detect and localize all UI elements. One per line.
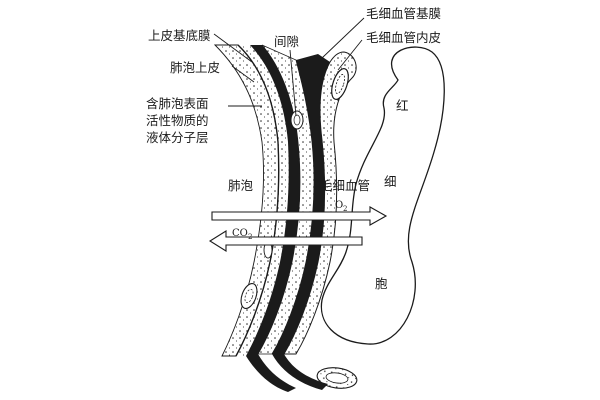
endothelial-nucleus-top-inner [335, 74, 345, 94]
label-interstitium: 间隙 [274, 34, 299, 49]
label-o2: O [335, 200, 343, 211]
epithelium-cytoplasm-band [236, 45, 289, 356]
label-surfactant-line-1: 含肺泡表面 [146, 96, 209, 111]
epithelial-nucleus-bottom-inner [244, 288, 254, 304]
label-capillary-endothelium: 毛细血管内皮 [366, 30, 441, 45]
leader-alveolar-epithelium [231, 65, 255, 83]
label-alveolar-epithelium: 肺泡上皮 [170, 60, 220, 75]
label-red-blood-cell-3: 胞 [375, 276, 388, 291]
leader-interstitium [289, 49, 297, 117]
leader-capillary-basement-membrane [321, 17, 365, 59]
epithelial-nucleus-bottom [240, 283, 258, 309]
label-capillary: 毛细血管 [320, 178, 370, 193]
co2-diffusion-arrow [208, 230, 363, 252]
label-co2: CO [232, 228, 248, 239]
capillary-basement-membrane-band [272, 54, 330, 390]
label-o2-subscript: 2 [343, 205, 347, 213]
o2-diffusion-arrow [211, 206, 388, 226]
label-epithelial-basement-membrane: 上皮基底膜 [148, 28, 211, 43]
interstitial-nucleus-inner [293, 114, 301, 126]
label-surfactant-line-2: 活性物质的 [146, 113, 209, 128]
red-blood-cell-outline [320, 46, 445, 345]
interstitial-nucleus [290, 110, 304, 130]
endothelial-cell-bottom-inner [325, 372, 349, 384]
label-red-blood-cell-1: 红 [396, 98, 409, 113]
leader-capillary-endothelium [337, 39, 363, 71]
capillary-endothelium-band [283, 51, 357, 355]
label-capillary-basement-membrane: 毛细血管基膜 [366, 6, 441, 21]
label-surfactant-line-3: 液体分子层 [146, 130, 209, 145]
label-co2-subscript: 2 [248, 233, 252, 241]
label-alveolus: 肺泡 [228, 178, 254, 193]
alveolar-epithelium-line [235, 44, 280, 357]
label-red-blood-cell-2: 细 [384, 174, 397, 189]
leader-epithelial-basement-membrane [213, 33, 253, 63]
